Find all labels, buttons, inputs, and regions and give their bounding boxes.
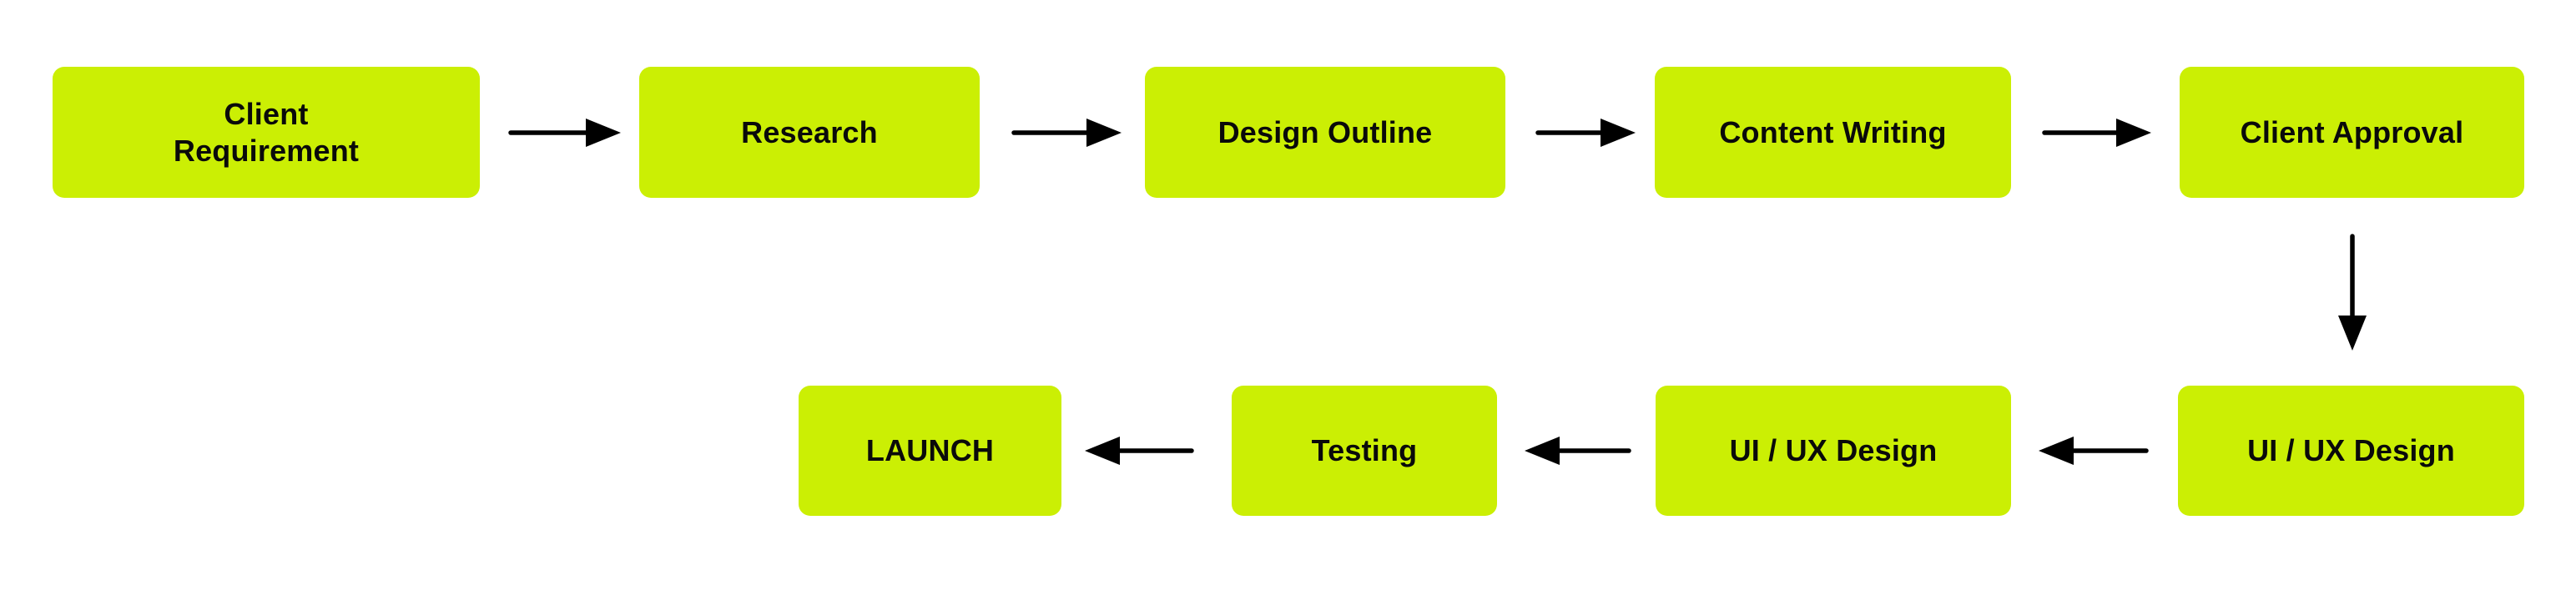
arrow-ui-ux-design-1-to-ui-ux-design-2-icon — [2039, 437, 2149, 465]
node-client-approval: Client Approval — [2180, 67, 2524, 198]
node-label: Client Approval — [2240, 114, 2464, 149]
node-content-writing: Content Writing — [1655, 67, 2011, 198]
node-testing: Testing — [1232, 386, 1497, 516]
node-ui-ux-design-1: UI / UX Design — [2178, 386, 2524, 516]
node-label: Testing — [1311, 433, 1418, 468]
node-label: UI / UX Design — [2247, 433, 2455, 468]
node-label: Research — [741, 114, 878, 149]
node-ui-ux-design-2: UI / UX Design — [1656, 386, 2011, 516]
arrow-client-approval-to-ui-ux-design-icon — [2338, 234, 2367, 351]
node-research: Research — [639, 67, 980, 198]
arrow-design-outline-to-content-writing-icon — [1535, 119, 1636, 147]
arrow-ui-ux-design-2-to-testing-icon — [1525, 437, 1631, 465]
node-label: Content Writing — [1719, 114, 1947, 149]
arrow-client-requirement-to-research-icon — [508, 119, 621, 147]
node-launch: LAUNCH — [799, 386, 1061, 516]
arrow-research-to-design-outline-icon — [1011, 119, 1122, 147]
node-label: Design Outline — [1217, 114, 1433, 149]
node-client-requirement: Client Requirement — [53, 67, 480, 198]
arrow-content-writing-to-client-approval-icon — [2042, 119, 2151, 147]
node-label: Client Requirement — [173, 96, 360, 168]
node-label: UI / UX Design — [1729, 433, 1938, 468]
arrow-testing-to-launch-icon — [1085, 437, 1194, 465]
node-design-outline: Design Outline — [1145, 67, 1505, 198]
node-label: LAUNCH — [865, 433, 995, 468]
